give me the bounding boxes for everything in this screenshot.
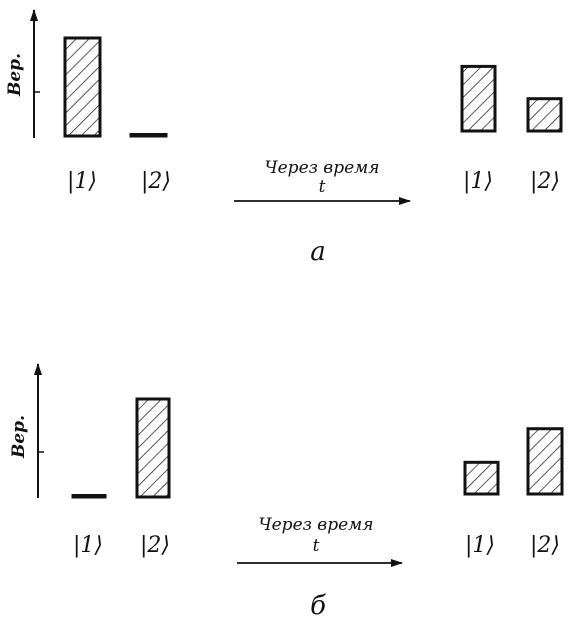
panel-a-after-bar-state-2 — [526, 97, 563, 133]
panel-b-arrow-caption-t: t — [313, 536, 320, 556]
panel-a-arrow-caption-t: t — [319, 177, 326, 197]
panel-b-arrow-caption: Через время — [258, 515, 373, 535]
panel-a-label: а — [310, 237, 326, 267]
panel-b-after-bar-state-1 — [463, 460, 500, 496]
panel-b-before-bar-state-2 — [135, 397, 171, 499]
panel-b-after-label-state-2: |2⟩ — [530, 533, 560, 558]
panel-a-y-label: Вер. — [5, 53, 25, 97]
panel-b-after-bar-state-2 — [526, 427, 564, 496]
panel-b: Вер. |1⟩ |2⟩ Через время t |1⟩ |2⟩ б — [9, 363, 564, 621]
panel-a-after-bar-state-1 — [460, 64, 497, 133]
panel-a-after-label-state-2: |2⟩ — [530, 169, 560, 194]
panel-b-before-label-state-2: |2⟩ — [140, 533, 170, 558]
panel-a-before-bar-state-1 — [63, 36, 102, 138]
panel-b-y-label: Вер. — [9, 415, 29, 459]
panel-b-before-bar-state-1 — [71, 494, 107, 499]
panel-a: Вер. |1⟩ |2⟩ Через время t |1⟩ |2⟩ а — [5, 9, 563, 267]
panel-b-before-label-state-1: |1⟩ — [73, 533, 103, 558]
panel-b-label: б — [310, 591, 326, 621]
panel-a-arrow-caption: Через время — [264, 158, 379, 178]
panel-a-before-label-state-2: |2⟩ — [141, 169, 171, 194]
panel-b-after-label-state-1: |1⟩ — [465, 533, 495, 558]
panel-a-before-label-state-1: |1⟩ — [67, 169, 97, 194]
panel-a-after-label-state-1: |1⟩ — [463, 169, 493, 194]
panel-a-before-bar-state-2 — [129, 133, 168, 138]
